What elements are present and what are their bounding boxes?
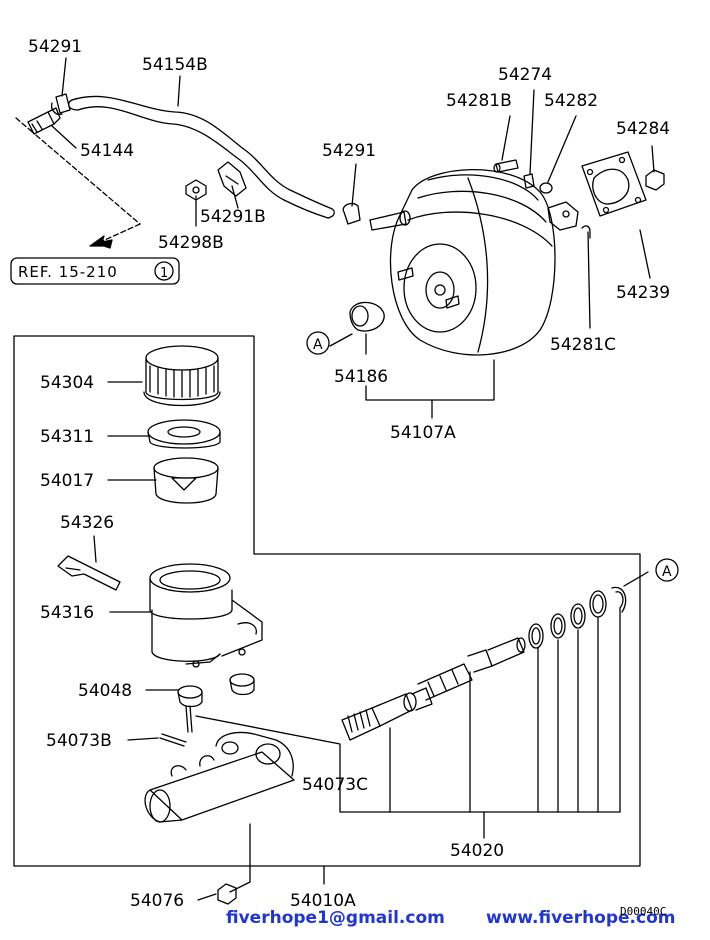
label-54284: 54284 (616, 119, 670, 139)
footer-website[interactable]: www.fiverhope.com (486, 908, 676, 928)
booster-pin (493, 159, 519, 173)
label-54316: 54316 (40, 603, 94, 623)
label-54281B: 54281B (446, 91, 512, 111)
label-54291B: 54291B (200, 207, 266, 227)
label-54291-top: 54291 (28, 37, 82, 57)
reservoir-pin (159, 705, 193, 747)
reservoir-bracket (57, 555, 121, 591)
label-54239: 54239 (616, 283, 670, 303)
reservoir-grommet (177, 673, 255, 708)
label-54311: 54311 (40, 427, 94, 447)
ref-num: 1 (160, 266, 168, 281)
vacuum-hose (67, 95, 335, 219)
reservoir (149, 563, 263, 668)
label-54010A: 54010A (290, 891, 356, 911)
hose-clip-mid (342, 202, 361, 225)
label-54076: 54076 (130, 891, 184, 911)
label-54020: 54020 (450, 841, 504, 861)
label-54073C: 54073C (302, 775, 368, 795)
label-54073B: 54073B (46, 731, 112, 751)
label-54154B: 54154B (142, 55, 208, 75)
booster-inlet-pipe (369, 210, 411, 231)
callout-a-booster: A (313, 337, 323, 353)
booster-nut (645, 169, 665, 191)
booster-o-ring (539, 182, 553, 194)
label-54282: 54282 (544, 91, 598, 111)
diagram-code: D00040C (620, 905, 667, 918)
callout-a-circle-booster (306, 331, 330, 355)
label-54274: 54274 (498, 65, 552, 85)
hose-bracket (217, 161, 247, 197)
ref-num-circle (154, 261, 174, 281)
booster-clevis-pin (523, 173, 535, 189)
kit-frame (13, 335, 641, 867)
cylinder-seals (528, 586, 627, 649)
ref-arrow-icon (89, 235, 113, 249)
booster-gasket (581, 151, 647, 217)
label-54186: 54186 (334, 367, 388, 387)
reservoir-diaphragm (147, 419, 221, 449)
label-54304: 54304 (40, 373, 94, 393)
reservoir-cap (143, 345, 221, 407)
callout-a-cylinder: A (662, 564, 672, 580)
footer-email[interactable]: fiverhope1@gmail.com (226, 908, 445, 928)
hose-connector (185, 179, 207, 201)
master-cylinder-body (144, 731, 295, 823)
leader-lines (51, 57, 655, 901)
ref-box (10, 257, 180, 285)
label-54281C: 54281C (550, 335, 616, 355)
master-cylinder-nut (217, 883, 237, 905)
label-54144: 54144 (80, 141, 134, 161)
reservoir-strainer (153, 457, 219, 504)
piston-assembly (341, 637, 526, 741)
booster-grommet (349, 301, 385, 332)
label-54326: 54326 (60, 513, 114, 533)
label-54107A: 54107A (390, 423, 456, 443)
hose-clip-top (50, 93, 71, 116)
label-54048: 54048 (78, 681, 132, 701)
booster-cotter-pin (581, 225, 591, 239)
ref-dashed-lines (15, 117, 141, 245)
ref-text: REF. 15-210 (18, 263, 118, 281)
label-54298B: 54298B (158, 233, 224, 253)
brake-booster (389, 169, 579, 356)
callout-a-circle-cylinder (655, 558, 679, 582)
hose-fitting (27, 107, 61, 135)
label-54017: 54017 (40, 471, 94, 491)
label-54291-mid: 54291 (322, 141, 376, 161)
